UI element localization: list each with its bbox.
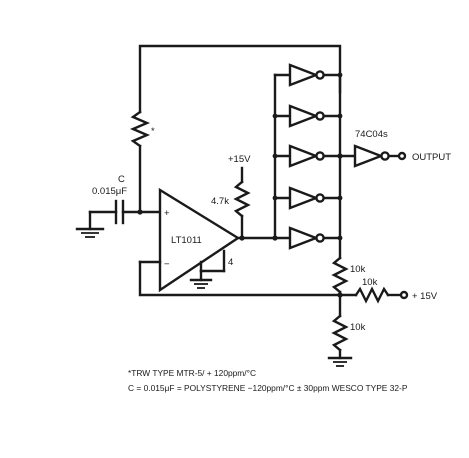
divider-resistor-right — [338, 286, 409, 304]
divider-resistor-upper — [331, 256, 349, 294]
component-note-capacitor: C = 0.015μF = POLYSTYRENE −120ppm/°C ± 3… — [128, 383, 408, 393]
inverter-3 — [273, 144, 342, 168]
inverter-5 — [273, 226, 342, 250]
pullup-resistor — [233, 166, 251, 240]
inverter-4 — [273, 186, 342, 210]
output-label: OUTPUT — [412, 152, 451, 163]
inverter-2 — [273, 104, 342, 128]
supply-top-label: +15V — [228, 154, 251, 165]
timing-capacitor — [88, 199, 164, 225]
comparator-label: LT1011 — [171, 235, 202, 246]
capacitor-label: C — [118, 174, 125, 185]
divider-right-label: 10k — [362, 277, 378, 288]
divider-resistor-lower — [331, 314, 349, 360]
comparator-plus-sign: + — [164, 208, 170, 219]
divider-lower-label: 10k — [350, 322, 366, 333]
capacitor-value: 0.015μF — [92, 186, 127, 197]
timing-resistor-label: * — [151, 126, 155, 137]
positive-feedback-wire — [138, 260, 342, 297]
timing-resistor — [129, 110, 151, 214]
divider-upper-label: 10k — [350, 264, 366, 275]
comparator-minus-sign: − — [164, 259, 170, 270]
inverter-1 — [273, 63, 342, 87]
comparator-pin4-ground — [189, 249, 226, 289]
ground-symbol-left — [75, 210, 105, 238]
junction-dot-output — [239, 235, 245, 241]
feedback-wire — [138, 44, 342, 114]
comparator-lt1011 — [158, 187, 241, 293]
component-note-resistor: *TRW TYPE MTR-5/ + 120ppm/°C — [128, 368, 256, 378]
ground-symbol-right — [327, 356, 353, 367]
output-buffer-inverter — [338, 144, 407, 168]
buffer-label: 74C04s — [355, 129, 388, 140]
supply-right-label: + 15V — [412, 291, 438, 302]
comparator-pin-number: 4 — [228, 257, 233, 268]
pullup-value: 4.7k — [211, 196, 229, 207]
junction-dot-inverting — [137, 209, 143, 215]
